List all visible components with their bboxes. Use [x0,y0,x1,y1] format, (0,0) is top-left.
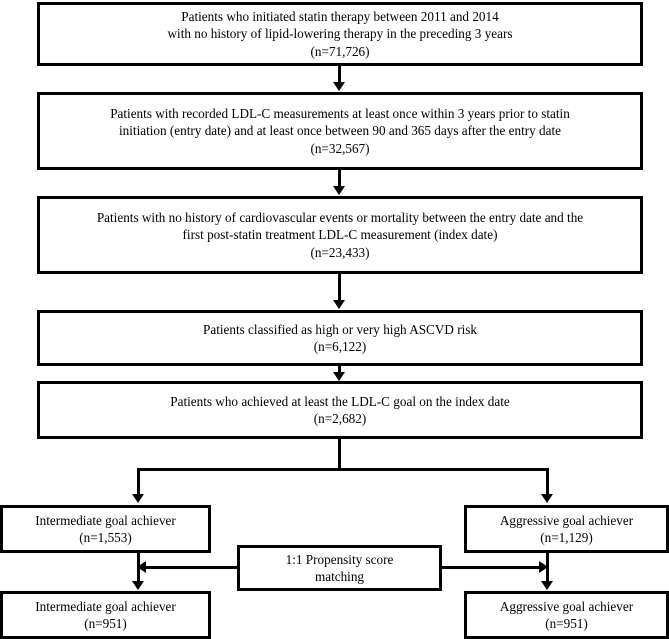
connector-step4-step5-arrowhead [333,372,345,381]
node-step3-line2: first post-statin treatment LDL-C measur… [182,227,498,243]
node-step3-line1: Patients with no history of cardiovascul… [96,209,584,225]
connector-intermediate-pre-post-arrowhead [132,581,144,590]
connector-aggressive-pre-post-arrowhead [541,581,553,590]
node-intermediate-post: Intermediate goal achiever (n=951) [0,591,211,639]
node-step4-line1: Patients classified as high or very high… [203,321,477,337]
node-step3-count: (n=23,433) [310,244,370,260]
node-step4-count: (n=6,122) [313,339,367,354]
node-step1-line2: with no history of lipid-lowering therap… [167,26,513,42]
node-step2-line1: Patients with recorded LDL-C measurement… [110,105,570,121]
node-step3: Patients with no history of cardiovascul… [37,196,643,274]
connector-step1-step2-arrowhead [333,82,345,91]
connector-split-right-arrowhead [541,494,553,503]
node-step1: Patients who initiated statin therapy be… [37,2,643,66]
node-step5: Patients who achieved at least the LDL-C… [37,381,643,439]
node-propensity-matching-line2: matching [314,569,365,584]
node-aggressive-post-count: (n=951) [545,616,588,631]
node-propensity-matching-line1: 1:1 Propensity score [285,551,394,567]
node-aggressive-post: Aggressive goal achiever (n=951) [464,591,669,639]
connector-step2-step3-arrowhead [333,186,345,195]
node-intermediate-pre-count: (n=1,553) [79,530,132,545]
connector-step5-split-stem [338,439,341,471]
node-step4: Patients classified as high or very high… [37,310,643,366]
node-intermediate-post-label: Intermediate goal achiever [35,598,176,614]
node-intermediate-pre-label: Intermediate goal achiever [35,512,176,528]
connector-step3-step4-arrowhead [333,300,345,309]
node-intermediate-post-count: (n=951) [84,616,127,631]
node-propensity-matching: 1:1 Propensity score matching [237,545,442,591]
connector-split-right-line [546,468,549,496]
node-aggressive-pre-label: Aggressive goal achiever [499,512,634,528]
connector-split-left-line [137,468,140,496]
node-aggressive-post-label: Aggressive goal achiever [499,598,634,614]
node-aggressive-pre: Aggressive goal achiever (n=1,129) [464,505,669,553]
connector-step3-step4-line [338,274,341,300]
node-step5-count: (n=2,682) [313,411,367,426]
connector-matching-left-line [143,566,239,569]
connector-matching-left-arrowhead [137,561,146,573]
node-step5-line1: Patients who achieved at least the LDL-C… [170,393,510,409]
node-step2-count: (n=32,567) [310,140,370,156]
node-step1-line1: Patients who initiated statin therapy be… [181,8,499,24]
connector-step1-step2-line [338,66,341,84]
connector-split-left-arrowhead [132,494,144,503]
connector-step4-step5-line [338,366,341,374]
connector-step2-step3-line [338,170,341,188]
connector-matching-right-arrowhead [539,561,548,573]
connector-matching-right-line [441,566,540,569]
connector-step5-split-bar [137,468,549,471]
node-step2: Patients with recorded LDL-C measurement… [37,92,643,170]
node-step2-line2: initiation (entry date) and at least onc… [119,123,561,139]
node-step1-count: (n=71,726) [310,43,370,59]
node-aggressive-pre-count: (n=1,129) [540,530,593,545]
node-intermediate-pre: Intermediate goal achiever (n=1,553) [0,505,211,553]
